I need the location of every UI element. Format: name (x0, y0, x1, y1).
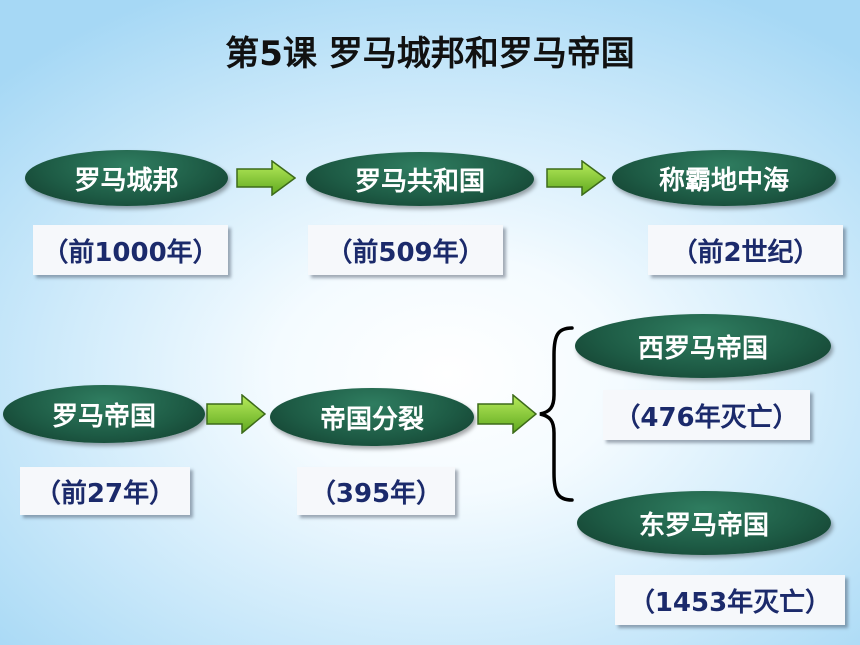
slide-title: 第5课 罗马城邦和罗马帝国 (225, 34, 635, 74)
right-arrow-icon (477, 394, 537, 434)
stage-date: （前509年） (308, 225, 503, 275)
stage-empire-split: 帝国分裂 (270, 388, 474, 446)
stage-date: （前2世纪） (648, 225, 843, 275)
branch-western-roman-empire: 西罗马帝国 (575, 314, 831, 378)
right-arrow-icon (206, 394, 266, 434)
stage-roman-republic: 罗马共和国 (306, 152, 534, 206)
stage-mediterranean-dominance: 称霸地中海 (612, 150, 836, 206)
branch-date: （476年灭亡） (603, 390, 810, 440)
branch-eastern-roman-empire: 东罗马帝国 (577, 491, 831, 555)
stage-roman-empire: 罗马帝国 (3, 385, 205, 443)
right-arrow-icon (546, 160, 606, 196)
stage-roman-city-state: 罗马城邦 (25, 150, 228, 206)
branch-date: （1453年灭亡） (615, 575, 845, 625)
stage-date: （前27年） (20, 467, 190, 515)
curly-brace-icon (539, 326, 574, 502)
stage-date: （前1000年） (33, 225, 228, 275)
stage-date: （395年） (297, 467, 455, 515)
right-arrow-icon (236, 160, 296, 196)
